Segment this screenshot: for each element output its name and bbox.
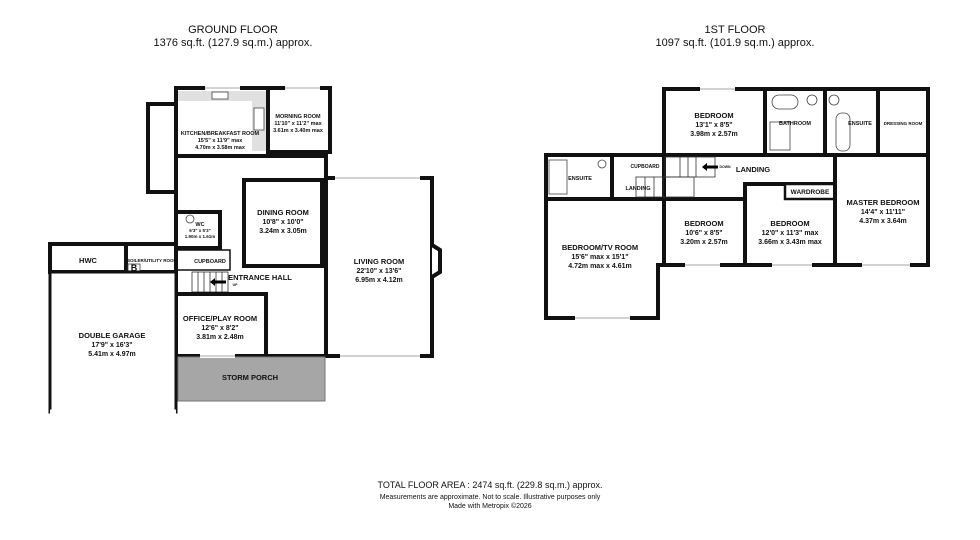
- dim-living-imperial: 22'10" x 13'6": [356, 268, 401, 275]
- label-cupboard: CUPBOARD: [194, 259, 226, 265]
- total-floor-area: TOTAL FLOOR AREA : 2474 sq.ft. (229.8 sq…: [378, 480, 603, 490]
- label-ensuite-right: ENSUITE: [848, 121, 872, 127]
- label-bedroom-right: BEDROOM: [770, 219, 809, 228]
- label-master: MASTER BEDROOM: [847, 198, 920, 207]
- boiler-mark: B: [131, 263, 138, 273]
- dim-morning-metric: 3.61m x 3.40m max: [273, 128, 324, 134]
- label-office: OFFICE/PLAY ROOM: [183, 314, 257, 323]
- label-wc: WC: [195, 222, 204, 228]
- toilet-icon: [806, 94, 818, 106]
- toilet-icon: [185, 214, 195, 224]
- label-storm-porch: STORM PORCH: [222, 373, 278, 382]
- dim-bedroom-right-metric: 3.66m x 3.43m max: [758, 239, 822, 246]
- room-living: [324, 176, 434, 358]
- room-wc: [174, 210, 222, 250]
- room-ensuite-right: [823, 87, 880, 157]
- dim-bedroom-mid-metric: 3.20m x 2.57m: [680, 239, 727, 246]
- dim-office-metric: 3.81m x 2.48m: [196, 334, 243, 341]
- label-morning: MORNING ROOM: [275, 114, 321, 120]
- dim-bedroom-top-imperial: 13'1" x 8'5": [695, 122, 732, 129]
- label-entrance-hall: ENTRANCE HALL: [228, 273, 292, 282]
- stairs-up: [191, 271, 229, 293]
- ground-floor-title: GROUND FLOOR: [188, 24, 278, 36]
- credit: Made with Metropix ©2026: [448, 502, 531, 510]
- dim-dining-metric: 3.24m x 3.05m: [259, 228, 306, 235]
- hob-icon: [253, 107, 265, 131]
- room-morning: [266, 86, 332, 154]
- dim-tv-metric: 4.72m max x 4.61m: [568, 263, 631, 270]
- dim-garage-imperial: 17'9" x 16'3": [91, 342, 132, 349]
- first-floor-area: 1097 sq.ft. (101.9 sq.m.) approx.: [656, 37, 815, 49]
- room-master: [833, 153, 930, 267]
- shower-icon: [548, 159, 568, 195]
- bay-window: [146, 102, 180, 194]
- label-bathroom: BATHROOM: [779, 121, 811, 127]
- bath-icon: [771, 94, 799, 110]
- room-garage: [48, 270, 178, 414]
- label-landing: LANDING: [736, 165, 770, 174]
- disclaimer: Measurements are approximate. Not to sca…: [380, 494, 601, 501]
- ground-floor-area: 1376 sq.ft. (127.9 sq.m.) approx.: [154, 37, 313, 49]
- label-garage: DOUBLE GARAGE: [79, 331, 146, 340]
- room-dining: [242, 178, 324, 268]
- dim-garage-metric: 5.41m x 4.97m: [88, 351, 135, 358]
- label-utility: BOILER/UTILITY ROOM: [127, 258, 178, 263]
- dim-bedroom-top-metric: 3.98m x 2.57m: [690, 131, 737, 138]
- dim-wc-metric: 1.90m x 1.61m: [185, 234, 216, 239]
- first-floor-plan: BEDROOM 13'1" x 8'5" 3.98m x 2.57m BATHR…: [544, 87, 930, 320]
- bath-icon: [835, 112, 851, 152]
- dim-tv-imperial: 15'6" max x 15'1": [571, 254, 628, 261]
- stairs-up-label: UP: [233, 283, 239, 287]
- stairs-down: [635, 156, 718, 198]
- label-bedroom-top: BEDROOM: [694, 111, 733, 120]
- dim-living-metric: 6.95m x 4.12m: [355, 277, 402, 284]
- label-dining: DINING ROOM: [257, 208, 309, 217]
- label-wardrobe: WARDROBE: [791, 189, 830, 196]
- label-ensuite-left: ENSUITE: [568, 176, 592, 182]
- label-landing-small: LANDING: [625, 186, 650, 192]
- label-bedroom-mid: BEDROOM: [684, 219, 723, 228]
- label-cupboard-first: CUPBOARD: [631, 164, 660, 170]
- shower-icon: [769, 121, 791, 151]
- toilet-icon: [597, 159, 607, 169]
- label-living: LIVING ROOM: [354, 257, 404, 266]
- room-storm-porch: [177, 356, 326, 402]
- room-dressing: [876, 87, 930, 157]
- dim-kitchen-imperial: 15'5" x 11'9" max: [198, 138, 243, 144]
- dim-morning-imperial: 11'10" x 11'2" max: [274, 121, 322, 127]
- dim-office-imperial: 12'6" x 8'2": [201, 325, 238, 332]
- dim-bedroom-right-imperial: 12'0" x 11'3" max: [762, 230, 819, 237]
- stairs-down-label: DOWN: [719, 165, 731, 169]
- room-bedroom-top: [662, 87, 767, 157]
- dim-bedroom-mid-imperial: 10'6" x 8'5": [685, 230, 722, 237]
- label-tv-room: BEDROOM/TV ROOM: [562, 243, 638, 252]
- dim-dining-imperial: 10'8" x 10'0": [262, 219, 303, 226]
- ground-floor-plan: KITCHEN/BREAKFAST ROOM 15'5" x 11'9" max…: [48, 86, 442, 415]
- label-dressing: DRESSING ROOM: [884, 121, 923, 126]
- label-hwc: HWC: [79, 256, 97, 265]
- dim-kitchen-metric: 4.70m x 3.58m max: [195, 145, 246, 151]
- toilet-icon: [828, 94, 840, 106]
- dim-master-metric: 4.37m x 3.64m: [859, 218, 906, 225]
- fireplace: [430, 243, 442, 279]
- label-kitchen: KITCHEN/BREAKFAST ROOM: [181, 131, 260, 137]
- dim-wc-imperial: 6'3" x 5'3": [189, 228, 210, 233]
- first-floor-title: 1ST FLOOR: [705, 24, 766, 36]
- dim-master-imperial: 14'4" x 11'11": [861, 209, 905, 216]
- sink-icon: [211, 91, 229, 100]
- room-bedroom-mid: [662, 197, 747, 267]
